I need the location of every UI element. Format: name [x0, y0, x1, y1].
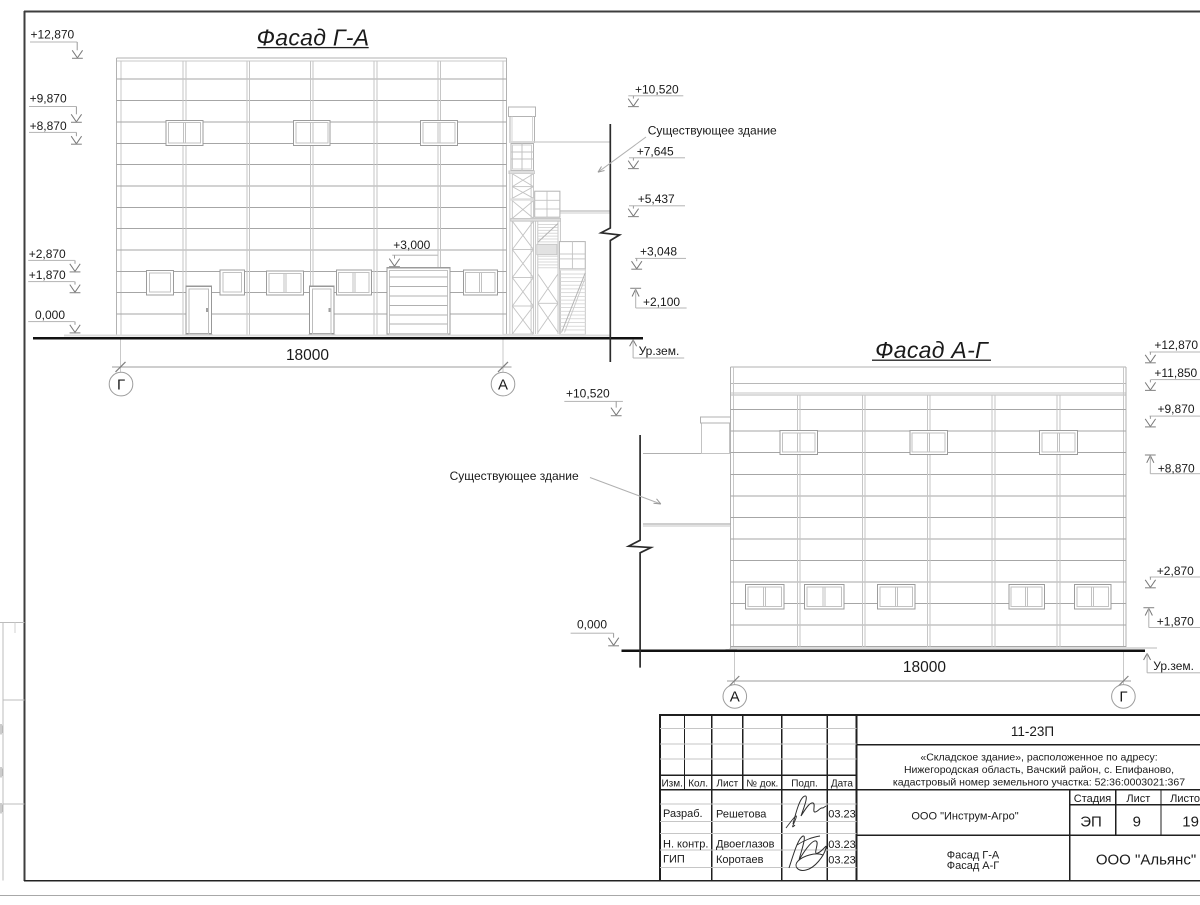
svg-text:Лист: Лист [1126, 793, 1150, 805]
svg-text:ЭП: ЭП [1080, 814, 1102, 831]
svg-text:+7,645: +7,645 [637, 144, 674, 158]
svg-text:Изм.: Изм. [661, 779, 682, 790]
svg-text:Фасад А-Г: Фасад А-Г [875, 337, 989, 363]
svg-text:Дата: Дата [831, 779, 854, 790]
svg-text:Г: Г [117, 376, 125, 393]
svg-text:0,000: 0,000 [35, 308, 65, 322]
svg-text:+1,870: +1,870 [1157, 615, 1194, 629]
svg-text:+2,100: +2,100 [643, 295, 680, 309]
svg-text:Решетова: Решетова [716, 808, 767, 820]
svg-text:03.23: 03.23 [828, 839, 856, 851]
svg-text:ООО "Инструм-Агро": ООО "Инструм-Агро" [911, 811, 1018, 823]
svg-text:Г: Г [1119, 689, 1127, 706]
svg-text:+10,520: +10,520 [635, 82, 679, 96]
svg-text:+10,520: +10,520 [566, 386, 610, 400]
svg-text:+2,870: +2,870 [1157, 564, 1194, 578]
svg-text:03.23: 03.23 [828, 855, 856, 867]
svg-text:+8,870: +8,870 [30, 119, 67, 133]
svg-text:Разраб.: Разраб. [663, 808, 703, 820]
svg-text:Двоеглазов: Двоеглазов [716, 838, 775, 850]
svg-text:ГИП: ГИП [663, 853, 685, 865]
svg-text:Существующее здание: Существующее здание [648, 124, 777, 138]
svg-text:А: А [498, 376, 508, 393]
svg-text:18000: 18000 [903, 659, 946, 676]
svg-text:Нижегородская область, Вачский: Нижегородская область, Вачский район, с.… [904, 764, 1174, 776]
svg-text:+9,870: +9,870 [1158, 402, 1195, 416]
svg-text:Ур.зем.: Ур.зем. [639, 344, 680, 358]
svg-text:+5,437: +5,437 [638, 192, 675, 206]
svg-text:Подп.: Подп. [791, 779, 818, 790]
svg-text:+3,000: +3,000 [393, 238, 430, 252]
svg-text:Стадия: Стадия [1074, 793, 1112, 805]
svg-text:А: А [730, 689, 740, 706]
svg-text:11-23П: 11-23П [1011, 724, 1054, 739]
svg-text:9: 9 [1133, 814, 1141, 831]
svg-text:03.23: 03.23 [828, 809, 856, 821]
svg-text:0,000: 0,000 [577, 618, 607, 632]
svg-text:№ док.: № док. [746, 779, 778, 790]
svg-text:+2,870: +2,870 [29, 247, 66, 261]
svg-text:Фасад Г-А: Фасад Г-А [257, 25, 370, 51]
svg-text:кадастровый номер земельного у: кадастровый номер земельного участка: 52… [893, 776, 1185, 788]
svg-text:+12,870: +12,870 [1154, 338, 1198, 352]
svg-text:Коротаев: Коротаев [716, 854, 764, 866]
svg-text:Ур.зем.: Ур.зем. [1153, 659, 1194, 673]
svg-text:+8,870: +8,870 [1158, 461, 1195, 475]
svg-text:19: 19 [1182, 814, 1199, 831]
svg-text:+9,870: +9,870 [30, 92, 67, 106]
svg-text:«Складское здание», расположен: «Складское здание», расположенное по адр… [920, 751, 1157, 763]
svg-text:+12,870: +12,870 [31, 28, 75, 42]
svg-text:Лист: Лист [716, 779, 738, 790]
svg-text:+11,850: +11,850 [1154, 366, 1197, 380]
svg-text:ООО "Альянс": ООО "Альянс" [1096, 851, 1196, 868]
svg-text:Существующее здание: Существующее здание [450, 469, 579, 483]
svg-text:Листов: Листов [1170, 793, 1200, 805]
svg-text:Кол.: Кол. [688, 779, 708, 790]
svg-text:Фасад А-Г: Фасад А-Г [947, 860, 1000, 872]
svg-text:18000: 18000 [286, 347, 329, 364]
svg-text:Н. контр.: Н. контр. [663, 838, 708, 850]
svg-text:+3,048: +3,048 [640, 245, 677, 259]
svg-text:+1,870: +1,870 [29, 268, 66, 282]
